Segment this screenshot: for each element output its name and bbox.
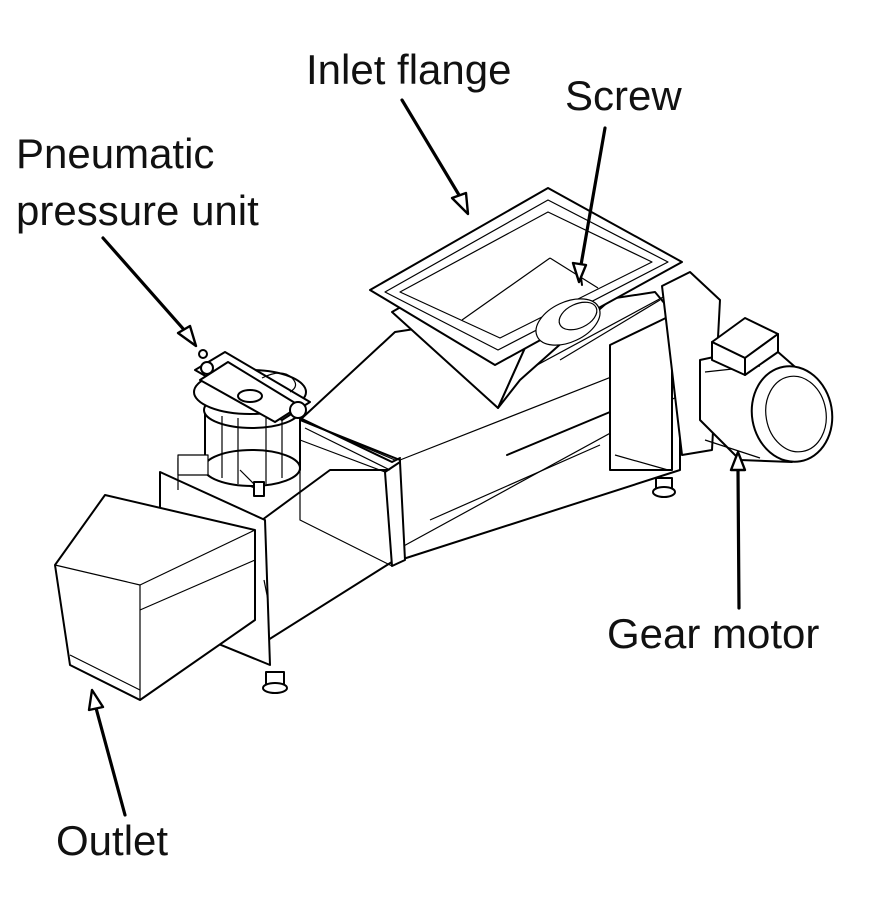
pneumatic-unit [177,349,311,497]
gear-motor [661,271,834,463]
pneumatic-label-line2: pressure unit [16,187,259,234]
inlet-flange-label: Inlet flange [306,46,512,93]
leveling-feet [262,477,676,694]
screw-label: Screw [565,72,682,119]
gear-motor-arrow [729,450,747,610]
outlet-arrow [87,688,127,817]
inlet-hopper [369,187,683,409]
outlet-chute [54,494,256,701]
outlet-label: Outlet [56,817,168,864]
screw-arrow [571,126,607,284]
pneumatic-label-line1: Pneumatic [16,130,214,177]
inlet-flange-arrow [400,98,470,216]
trough-body [299,291,681,561]
label-arrows [87,98,747,817]
labels: Inlet flange Screw Pneumatic pressure un… [16,46,819,864]
machine-drawing [54,187,834,701]
gear-motor-label: Gear motor [607,610,819,657]
pneumatic-arrow [101,236,198,348]
